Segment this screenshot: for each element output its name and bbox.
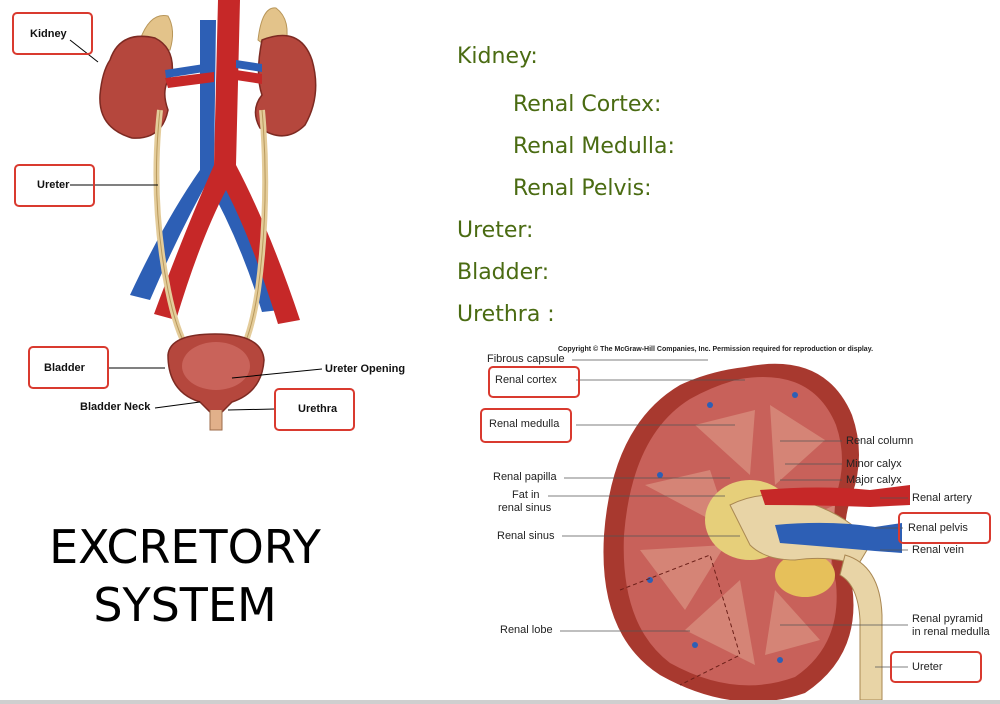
- left-renal-vessels: [165, 72, 214, 88]
- left-kidney: [99, 35, 174, 139]
- renal-pelvis-highlight-box: [898, 512, 991, 544]
- ureter-highlight-box: [14, 164, 95, 207]
- label-renal-column: Renal column: [846, 435, 914, 447]
- label-ureter: Ureter: [37, 179, 70, 191]
- label-minor-calyx: Minor calyx: [846, 458, 902, 470]
- kidney-cross-section-illustration: [603, 363, 910, 700]
- sinus-fat-2: [775, 553, 835, 597]
- right-kidney: [254, 34, 317, 137]
- label-bladder-neck: Bladder Neck: [80, 401, 151, 413]
- copyright-notice: Copyright © The McGraw-Hill Companies, I…: [558, 346, 874, 353]
- urethra-tube: [209, 410, 223, 431]
- label-renal-medulla: Renal medulla: [489, 418, 560, 430]
- label-bladder: Bladder: [44, 362, 85, 374]
- bladder-highlight-box: [28, 346, 109, 389]
- label-ureter-opening: Ureter Opening: [325, 363, 406, 375]
- note-renal-medulla: Renal Medulla:: [513, 134, 675, 159]
- bladder-interior: [182, 342, 250, 390]
- note-urethra: Urethra :: [457, 302, 555, 327]
- title-line-1: EXCRETORY: [49, 520, 321, 574]
- label-renal-sinus-fat: renal sinus: [498, 502, 552, 514]
- ureter-kidney-highlight-box: [890, 651, 982, 683]
- label-fibrous-capsule: Fibrous capsule: [487, 353, 565, 365]
- note-bladder: Bladder:: [457, 260, 550, 285]
- label-ureter-kidney: Ureter: [912, 661, 943, 673]
- label-renal-papilla: Renal papilla: [493, 471, 557, 483]
- note-ureter: Ureter:: [457, 218, 534, 243]
- vena-cava: [130, 20, 216, 300]
- label-renal-pyramid: Renal pyramid: [912, 613, 983, 625]
- left-renal-vein: [165, 64, 204, 78]
- urinary-system-illustration: [69, 0, 323, 431]
- label-kidney: Kidney: [30, 28, 67, 40]
- page-title: EXCRETORY SYSTEM: [20, 518, 350, 634]
- label-urethra: Urethra: [298, 403, 338, 415]
- pyramid-1: [695, 410, 755, 475]
- note-renal-pelvis: Renal Pelvis:: [513, 176, 652, 201]
- label-renal-artery: Renal artery: [912, 492, 972, 504]
- label-renal-lobe: Renal lobe: [500, 624, 553, 636]
- label-renal-sinus: Renal sinus: [497, 530, 555, 542]
- right-ureter-edge: [241, 109, 266, 351]
- urethra-highlight-box: [274, 388, 355, 431]
- left-ureter-edge: [155, 109, 189, 351]
- renal-lobe-outline: [619, 554, 741, 686]
- label-renal-pelvis: Renal pelvis: [908, 522, 968, 534]
- renal-medulla-highlight-box: [480, 408, 572, 443]
- pyramid-5: [685, 580, 755, 665]
- right-renal-vessels: [236, 70, 262, 84]
- renal-cortex-highlight-box: [488, 366, 580, 398]
- title-line-2: SYSTEM: [93, 578, 277, 632]
- pyramid-4: [640, 545, 725, 610]
- label-renal-cortex: Renal cortex: [495, 374, 557, 386]
- label-in-renal-medulla: in renal medulla: [912, 626, 990, 638]
- renal-artery: [760, 485, 910, 507]
- label-renal-vein: Renal vein: [912, 544, 964, 556]
- right-renal-vein: [236, 60, 262, 72]
- bottom-divider: [0, 700, 1000, 704]
- label-major-calyx: Major calyx: [846, 474, 902, 486]
- label-fat-in: Fat in: [512, 489, 540, 501]
- kidney-leader-lines: [548, 359, 908, 668]
- kidney-highlight-box: [12, 12, 93, 55]
- note-kidney: Kidney:: [457, 44, 538, 69]
- ureter: [839, 554, 883, 700]
- note-renal-cortex: Renal Cortex:: [513, 92, 662, 117]
- pyramid-6: [765, 590, 820, 655]
- pyramid-2: [770, 405, 825, 485]
- renal-vein: [775, 522, 902, 553]
